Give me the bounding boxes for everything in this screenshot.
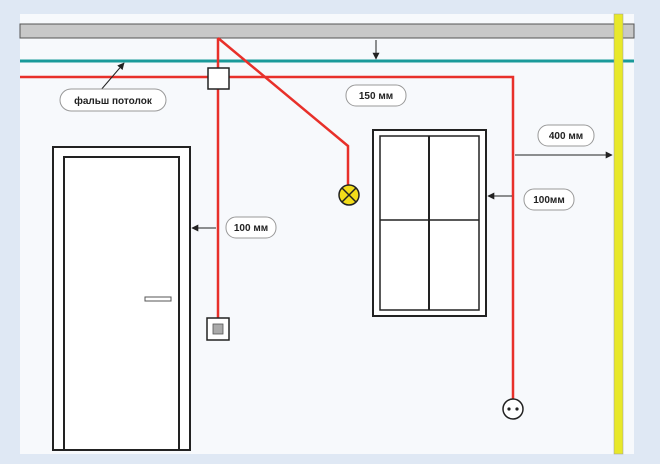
wire-lamp xyxy=(217,37,350,185)
label-wall-gap-text: 400 мм xyxy=(549,131,583,142)
ceiling-slab xyxy=(19,23,635,39)
label-window-gap-text: 100мм xyxy=(533,195,564,206)
label-window-gap: 100мм xyxy=(523,188,575,211)
label-ceiling-gap: 150 мм xyxy=(345,84,407,107)
door xyxy=(52,146,191,451)
junction-box-icon xyxy=(207,67,230,90)
socket-icon xyxy=(502,398,524,420)
switch-icon xyxy=(206,317,230,341)
label-door-gap-text: 100 мм xyxy=(234,223,268,234)
false-ceiling-leader xyxy=(99,62,125,92)
door-handle-icon xyxy=(144,296,172,302)
label-false-ceiling: фальш потолок xyxy=(59,88,167,112)
label-false-ceiling-text: фальш потолок xyxy=(74,95,153,107)
label-ceiling-gap-text: 150 мм xyxy=(359,91,393,102)
label-wall-gap: 400 мм xyxy=(537,124,595,147)
lamp-icon xyxy=(338,184,360,206)
wire-main xyxy=(20,75,515,400)
window xyxy=(372,129,487,317)
yellow-pipe xyxy=(613,13,624,455)
label-door-gap: 100 мм xyxy=(225,216,277,239)
